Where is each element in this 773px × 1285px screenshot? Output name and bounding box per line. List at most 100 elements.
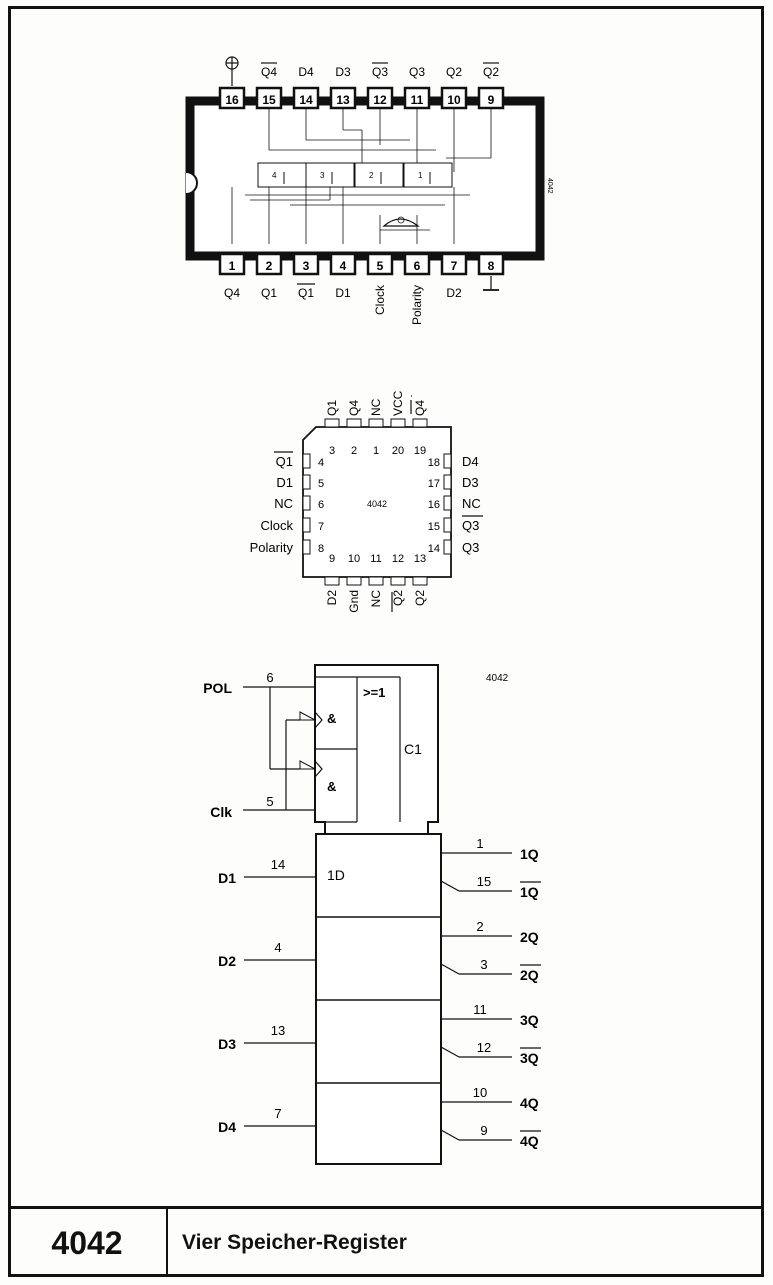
plcc-pad — [412, 418, 428, 428]
plcc-pad — [390, 576, 406, 586]
page-frame — [8, 6, 764, 1277]
plcc-pin-number: 10 — [348, 553, 360, 565]
plcc-pin-number: 14 — [428, 543, 440, 555]
qn-output-label: 2Q — [520, 967, 539, 983]
latch-number: 3 — [320, 171, 325, 180]
dip-side-label: 4042 — [546, 178, 553, 194]
plcc-pin-label: NC — [274, 496, 293, 511]
register-block — [315, 833, 442, 1165]
footer-part-number: 4042 — [8, 1209, 168, 1277]
logic-symbol-diagram: >=1&&C14042POL6Clk51DD11411Q151QD2422Q32… — [203, 664, 541, 1165]
plcc-pin-number: 3 — [329, 445, 335, 457]
plcc-pin-label: VCC — [391, 390, 405, 416]
d-input-label: 1D — [327, 867, 345, 883]
qn-output-label: 4Q — [520, 1133, 539, 1149]
dip-pin-number: 6 — [414, 259, 421, 273]
data-input-pin: 13 — [271, 1023, 285, 1038]
q-output-label: 1Q — [520, 846, 539, 862]
dip-pin-number: 15 — [262, 93, 276, 107]
plcc-pin-number: 19 — [414, 445, 426, 457]
latch-cell — [403, 162, 453, 188]
dip-pin-number: 12 — [373, 93, 387, 107]
dip-pin-number: 1 — [229, 259, 236, 273]
dip-pin-number: 2 — [266, 259, 273, 273]
plcc-pin-number: 8 — [318, 543, 324, 555]
plcc-pin-label: D2 — [325, 590, 339, 606]
plcc-pin-label: Q4 — [413, 400, 427, 416]
qn-output-pin: 9 — [480, 1123, 487, 1138]
plcc-pin-label: Polarity — [250, 540, 294, 555]
qn-output-pin: 15 — [477, 874, 491, 889]
q-output-pin: 11 — [473, 1002, 487, 1017]
plcc-pad — [302, 474, 311, 490]
dip-pin-label: D1 — [335, 286, 351, 300]
pol-input-label: POL — [203, 680, 232, 696]
dip-pin-label: Q2 — [483, 65, 499, 79]
dip-pin-number: 10 — [447, 93, 461, 107]
dip-pin-label: D4 — [298, 65, 314, 79]
dip-notch — [185, 171, 198, 195]
plcc-pin-number: 15 — [428, 521, 440, 533]
dip-pin-box — [292, 252, 320, 276]
plcc-pad — [368, 576, 384, 586]
latch-cell — [305, 162, 355, 188]
plcc-pin-label: D1 — [276, 475, 293, 490]
plcc-pin-number: 7 — [318, 521, 324, 533]
plcc-pin-number: 12 — [392, 553, 404, 565]
footer-bar: 4042 Vier Speicher-Register — [8, 1206, 764, 1277]
footer-title: Vier Speicher-Register — [182, 1231, 407, 1254]
latch-number: 1 — [418, 171, 423, 180]
dip-pin-label: Clock — [373, 284, 387, 315]
dip-pin-label: D2 — [446, 286, 462, 300]
plcc-pin-label: D4 — [462, 454, 479, 469]
dip-pin-number: 14 — [299, 93, 313, 107]
plcc-pad — [443, 474, 452, 490]
qn-output-pin: 12 — [477, 1040, 491, 1055]
plcc-pad — [324, 418, 340, 428]
qn-output-pin: 3 — [480, 957, 487, 972]
data-input-pin: 7 — [274, 1106, 281, 1121]
negation-slash — [440, 963, 460, 975]
dip-pin-box — [440, 252, 468, 276]
dip-pin-number: 9 — [488, 93, 495, 107]
q-output-label: 3Q — [520, 1012, 539, 1028]
q-output-pin: 2 — [476, 919, 483, 934]
dip-pin-box — [329, 252, 357, 276]
q-output-label: 2Q — [520, 929, 539, 945]
plcc-pad — [324, 576, 340, 586]
plcc-pin-label: Q3 — [462, 518, 479, 533]
plcc-pad — [390, 418, 406, 428]
negation-indicator — [314, 711, 323, 729]
latch-number: 4 — [272, 171, 277, 180]
dip-pin-number: 16 — [225, 93, 239, 107]
c1-label: C1 — [404, 741, 422, 757]
plcc-package-diagram: 40423Q12Q41NC20VCC19Q49D210Gnd11NC12Q213… — [250, 390, 483, 613]
or-gate-label: >=1 — [363, 685, 385, 700]
plcc-pin-number: 16 — [428, 499, 440, 511]
qn-output-label: 1Q — [520, 884, 539, 900]
latch-number: 2 — [369, 171, 374, 180]
negation-slash — [440, 1046, 460, 1058]
plcc-pin-label: D3 — [462, 475, 479, 490]
dip-pin-box — [366, 252, 394, 276]
pol-pin-number: 6 — [266, 670, 273, 685]
plcc-pin-label: Clock — [260, 518, 293, 533]
plcc-pad — [443, 517, 452, 533]
dip-pin-number: 7 — [451, 259, 458, 273]
plcc-pad — [443, 453, 452, 469]
plcc-pin-number: 18 — [428, 457, 440, 469]
dip-pin-label: Q3 — [372, 65, 388, 79]
clk-pin-number: 5 — [266, 794, 273, 809]
plcc-pad — [302, 453, 311, 469]
plcc-pin-label: Q3 — [462, 540, 479, 555]
plcc-pin-number: 13 — [414, 553, 426, 565]
plcc-pin-label: NC — [369, 590, 383, 608]
qn-output-label: 3Q — [520, 1050, 539, 1066]
plcc-pin-label: Q1 — [276, 454, 293, 469]
clk-input-label: Clk — [210, 804, 232, 820]
dip-pin-number: 8 — [488, 259, 495, 273]
dip-pin-label: Q3 — [409, 65, 425, 79]
polarity-gate-symbol — [397, 216, 405, 224]
